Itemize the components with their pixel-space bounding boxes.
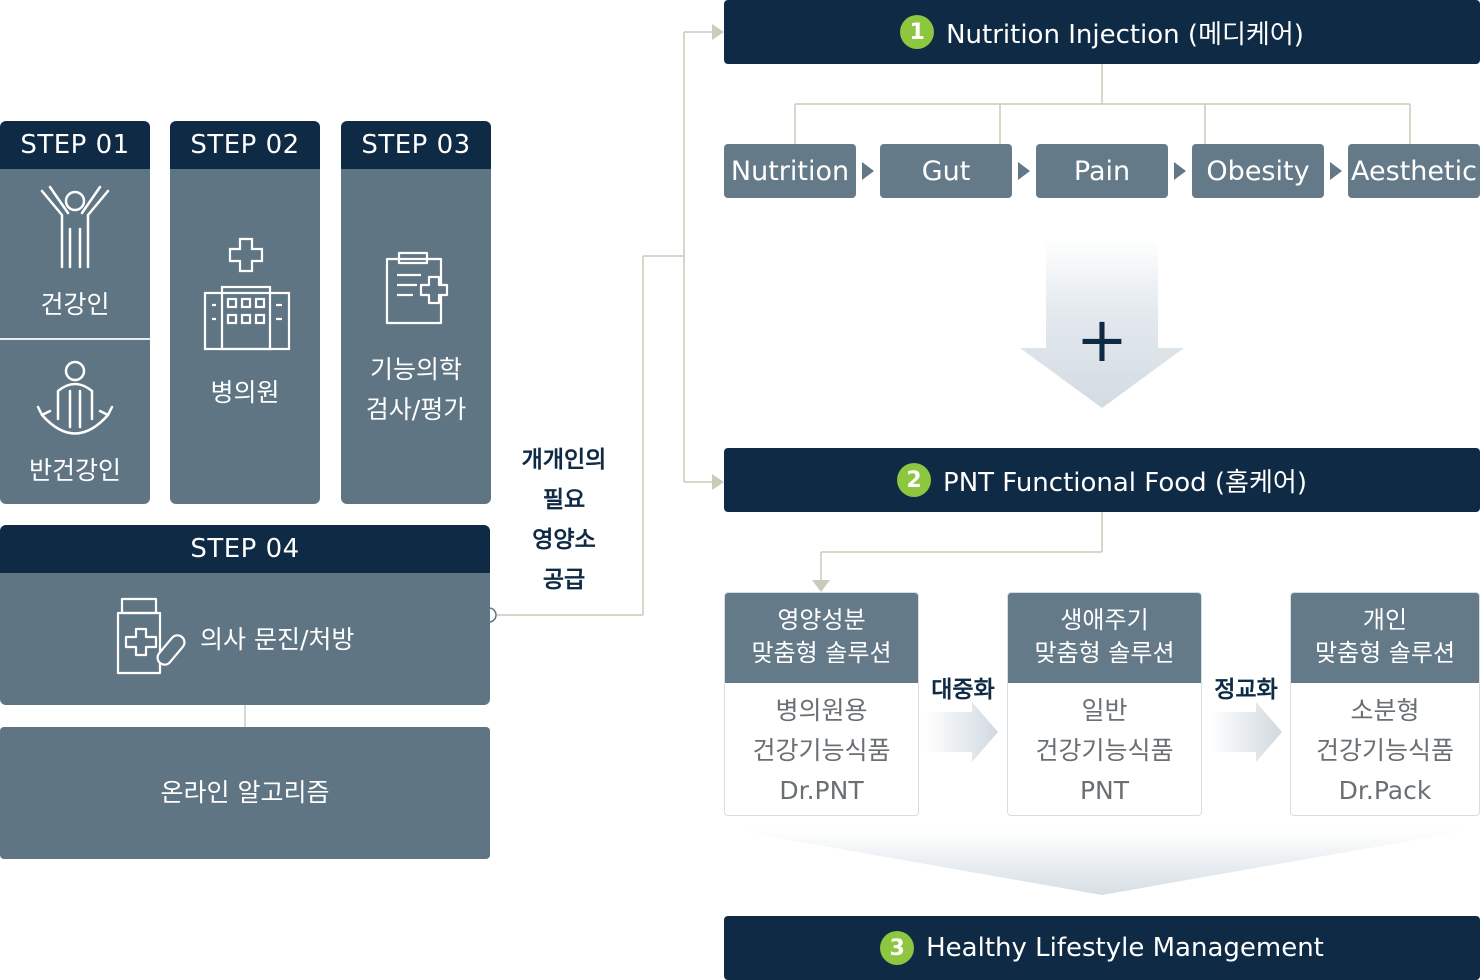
arrow-to-solution1	[812, 580, 830, 592]
category-obesity: Obesity	[1192, 144, 1324, 198]
section1-banner: 1 Nutrition Injection (메디케어)	[724, 0, 1480, 64]
step03-title: STEP 03	[341, 121, 491, 169]
semi-healthy-person-icon	[36, 360, 114, 435]
solution-lifecycle-line1: 일반	[1081, 696, 1128, 725]
supply-label-line3: 영양소	[532, 527, 596, 553]
solution-nutrient-head2: 맞춤형 솔루션	[751, 639, 892, 667]
solution-nutrient-line1: 병의원용	[775, 696, 868, 725]
solution-lifecycle-head1: 생애주기	[1060, 606, 1149, 634]
solution-nutrient-line3: Dr.PNT	[779, 776, 864, 805]
supply-label-line1: 개개인의	[521, 447, 607, 473]
section2-number-badge: 2	[897, 463, 932, 497]
arrow-mass	[926, 702, 998, 762]
solution-personal-head1: 개인	[1362, 606, 1408, 634]
clipboard-medical-icon	[385, 251, 449, 325]
solution-lifecycle-body: 일반 건강기능식품 PNT	[1008, 683, 1201, 811]
step01-divider	[0, 338, 150, 340]
section3-number-badge: 3	[880, 931, 915, 965]
category-arrow-2	[1018, 162, 1030, 180]
supply-label-line2: 필요	[542, 487, 586, 513]
section2-connector	[820, 512, 1103, 580]
solution-nutrient-line2: 건강기능식품	[752, 736, 891, 765]
solution-personal-line1: 소분형	[1350, 696, 1420, 725]
solution-nutrient-head1: 영양성분	[777, 606, 866, 634]
medicine-bottle-icon	[116, 597, 186, 675]
arrow-to-section1	[712, 24, 724, 40]
supply-label: 개개인의 필요 영양소 공급	[503, 440, 625, 600]
arrow-to-section2	[712, 474, 724, 490]
solution-personal-header: 개인 맞춤형 솔루션	[1291, 593, 1479, 683]
solution-personal-line3: Dr.Pack	[1338, 776, 1432, 805]
healthy-label: 건강인	[40, 290, 110, 319]
solution-lifecycle-head2: 맞춤형 솔루션	[1034, 639, 1175, 667]
arrow-refine	[1210, 702, 1282, 762]
step03-body: 기능의학 검사/평가	[341, 169, 491, 504]
category-arrow-3	[1174, 162, 1186, 180]
solution-lifecycle-line2: 건강기능식품	[1035, 736, 1174, 765]
functional-test-line1: 기능의학	[369, 355, 462, 384]
step02-title: STEP 02	[170, 121, 320, 169]
step02-body: 병의원	[170, 169, 320, 504]
category-aesthetic: Aesthetic	[1348, 144, 1480, 198]
hospital-label: 병의원	[210, 378, 280, 407]
section3-banner: 3 Healthy Lifestyle Management	[724, 916, 1480, 980]
section1-number-badge: 1	[900, 15, 935, 49]
solution-lifecycle-line3: PNT	[1079, 776, 1130, 805]
plus-icon: +	[1076, 303, 1128, 376]
step01-body: 건강인 반건강인	[0, 169, 150, 504]
solution-personal-line2: 건강기능식품	[1315, 736, 1454, 765]
funnel-arrow	[732, 830, 1472, 895]
category-tree	[794, 64, 1411, 144]
healthy-person-icon	[40, 185, 110, 269]
prescription-label: 의사 문진/처방	[200, 625, 355, 654]
solution-lifecycle-header: 생애주기 맞춤형 솔루션	[1008, 593, 1201, 683]
supply-label-line4: 공급	[542, 567, 586, 593]
category-arrow-1	[862, 162, 874, 180]
step04-title: STEP 04	[0, 525, 490, 573]
category-gut: Gut	[880, 144, 1012, 198]
hospital-icon	[203, 237, 291, 351]
semi-healthy-label: 반건강인	[28, 456, 121, 485]
section2-banner: 2 PNT Functional Food (홈케어)	[724, 448, 1480, 512]
category-arrow-4	[1330, 162, 1342, 180]
transition-mass-label: 대중화	[931, 677, 995, 703]
category-pain: Pain	[1036, 144, 1168, 198]
category-nutrition: Nutrition	[724, 144, 856, 198]
step04-body: 의사 문진/처방	[0, 573, 490, 705]
functional-test-line2: 검사/평가	[365, 395, 467, 424]
solution-lifecycle-box: 생애주기 맞춤형 솔루션 일반 건강기능식품 PNT	[1007, 592, 1202, 816]
big-down-arrow	[1020, 238, 1184, 408]
transition-refine-label: 정교화	[1214, 677, 1278, 703]
solution-nutrient-header: 영양성분 맞춤형 솔루션	[725, 593, 918, 683]
solution-nutrient-body: 병의원용 건강기능식품 Dr.PNT	[725, 683, 918, 811]
section2-title: PNT Functional Food (홈케어)	[943, 467, 1307, 498]
online-algorithm-box: 온라인 알고리즘	[0, 727, 490, 859]
supply-connector	[497, 31, 712, 616]
solution-personal-head2: 맞춤형 솔루션	[1314, 639, 1456, 667]
section1-title: Nutrition Injection (메디케어)	[946, 19, 1304, 50]
step01-title: STEP 01	[0, 121, 150, 169]
solution-personal-box: 개인 맞춤형 솔루션 소분형 건강기능식품 Dr.Pack	[1290, 592, 1480, 816]
solution-nutrient-box: 영양성분 맞춤형 솔루션 병의원용 건강기능식품 Dr.PNT	[724, 592, 919, 816]
solution-personal-body: 소분형 건강기능식품 Dr.Pack	[1291, 683, 1479, 811]
section3-title: Healthy Lifestyle Management	[926, 933, 1324, 963]
